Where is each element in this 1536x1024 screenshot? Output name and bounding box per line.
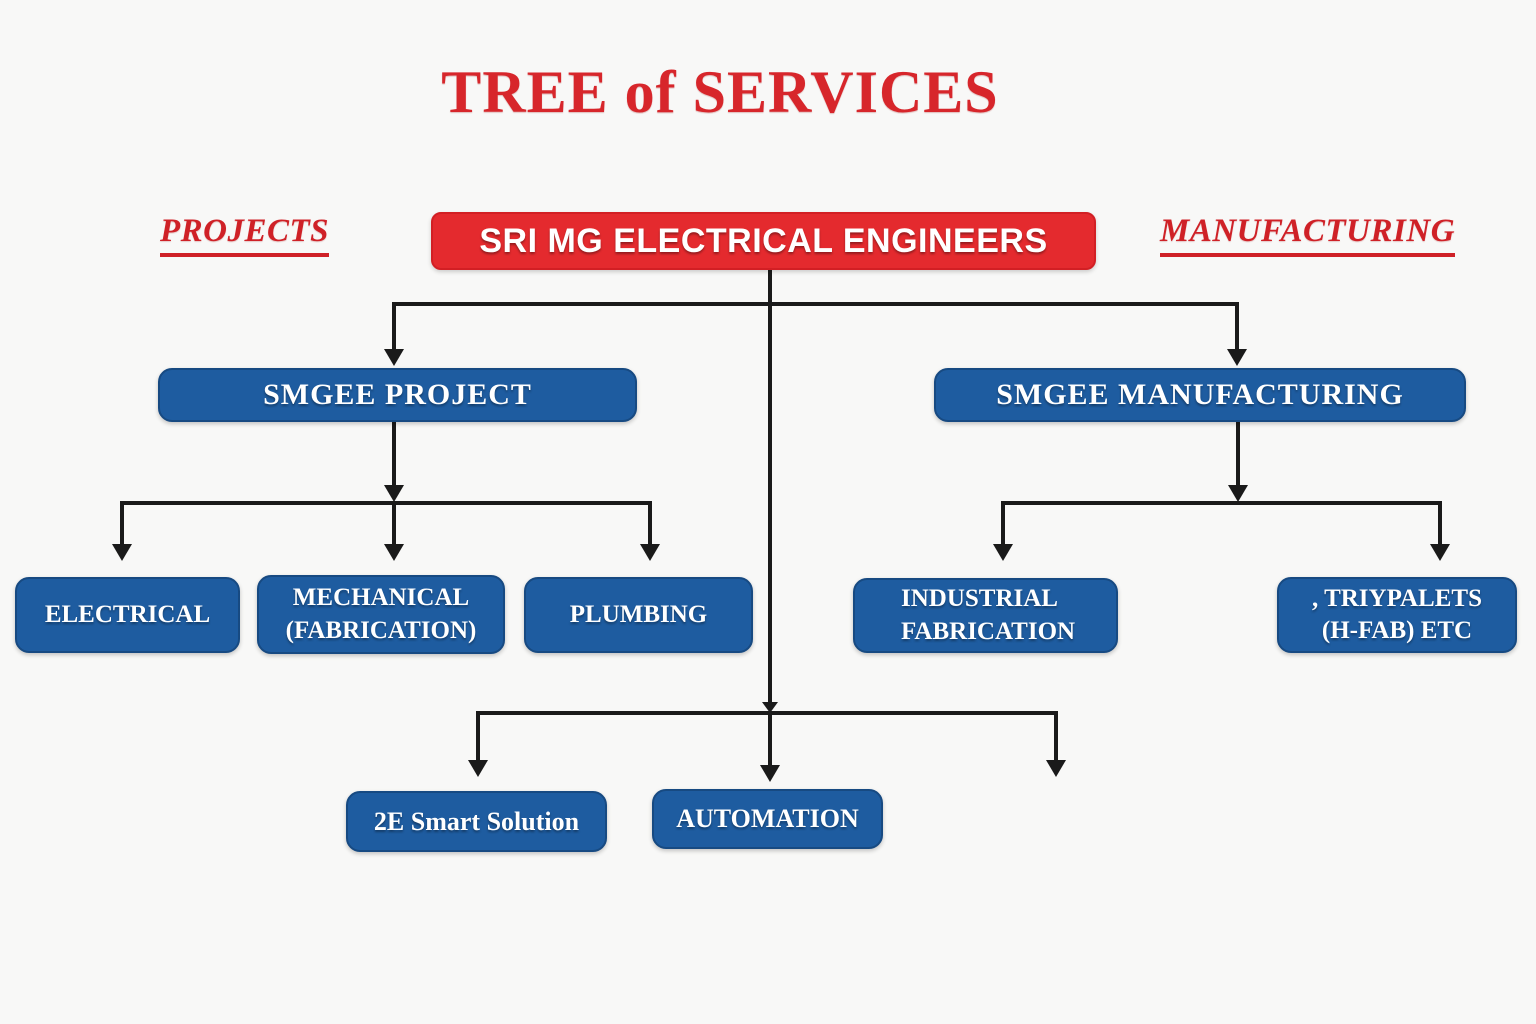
node-smgee-manufacturing-label: SMGEE MANUFACTURING [996,378,1404,411]
node-automation-label: AUTOMATION [676,804,859,833]
node-industrial-line2: FABRICATION [901,617,1076,645]
root-node-sri-mg-electrical-engineers: SRI MG ELECTRICAL ENGINEERS [431,212,1096,270]
arrowhead-project-junction [384,485,404,502]
node-mechanical-fabrication: MECHANICAL (FABRICATION) [257,575,505,654]
node-industrial-line1: INDUSTRIAL [901,585,1058,612]
node-triypalets-line1: , TRIYPALETS [1312,584,1482,612]
arrowhead-plumbing [640,544,660,561]
arrowhead-unlabeled-branch [1046,760,1066,777]
root-node-label: SRI MG ELECTRICAL ENGINEERS [479,221,1048,260]
node-2e-smart-solution: 2E Smart Solution [346,791,607,852]
arrowhead-bottom-junction [762,702,778,713]
node-electrical-label: ELECTRICAL [44,600,211,628]
node-plumbing: PLUMBING [524,577,753,653]
arrowhead-electrical [112,544,132,561]
node-smgee-manufacturing: SMGEE MANUFACTURING [934,368,1466,422]
arrowhead-smgee-project [384,349,404,366]
node-smgee-project-label: SMGEE PROJECT [263,378,532,411]
arrowhead-manufacturing-junction [1228,485,1248,502]
node-electrical: ELECTRICAL [15,577,240,653]
node-industrial-fabrication: INDUSTRIAL FABRICATION [853,578,1118,653]
arrowhead-automation [760,765,780,782]
node-2e-smart-solution-label: 2E Smart Solution [373,806,580,836]
arrowhead-smgee-manufacturing [1227,349,1247,366]
projects-branch-label: PROJECTS [160,213,330,257]
node-mechanical-line1: MECHANICAL [292,584,470,611]
page-title: TREE of SERVICES [441,59,999,125]
node-automation: AUTOMATION [652,789,883,849]
node-triypalets-line2: (H-FAB) ETC [1321,617,1473,644]
node-mechanical-line2: (FABRICATION) [285,616,477,644]
arrowhead-mechanical [384,544,404,561]
arrowhead-industrial [993,544,1013,561]
arrowhead-smart-solution [468,760,488,777]
node-triypalets-hfab-etc: , TRIYPALETS (H-FAB) ETC [1277,577,1517,653]
arrowhead-triypalets [1430,544,1450,561]
manufacturing-branch-label: MANUFACTURING [1160,213,1456,257]
node-plumbing-label: PLUMBING [569,600,708,628]
node-smgee-project: SMGEE PROJECT [158,368,637,422]
